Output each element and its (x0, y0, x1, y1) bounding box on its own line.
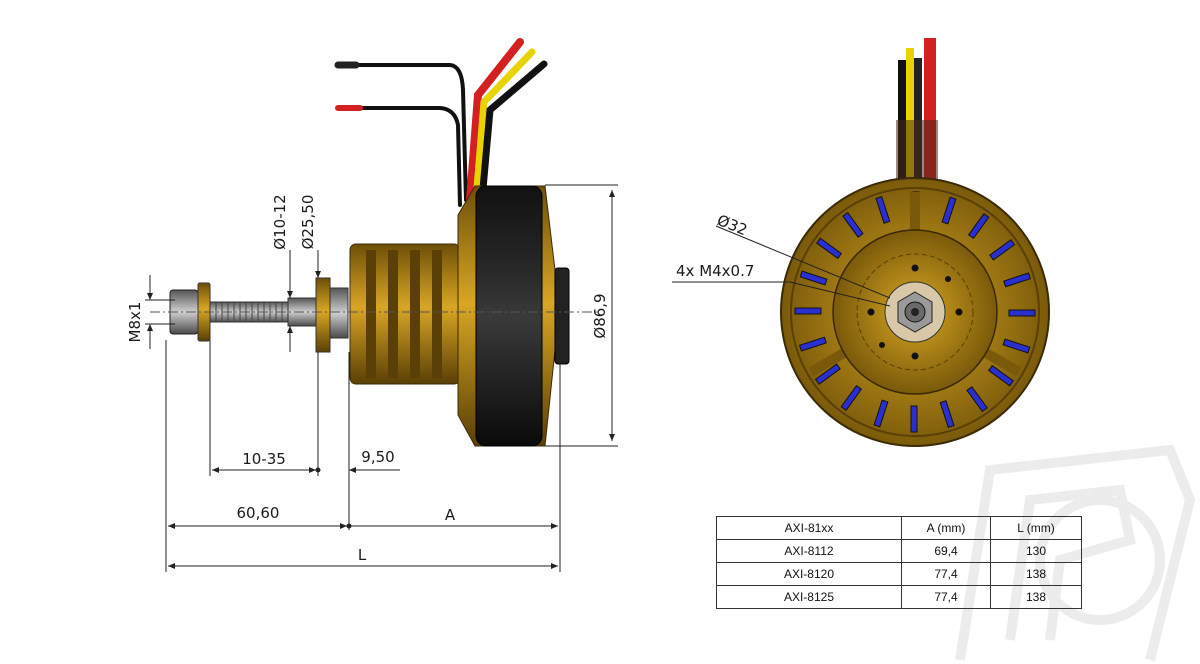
dim-collar-dia: Ø25,50 (299, 195, 317, 250)
dim-l-label: L (358, 546, 367, 564)
dim-mount-holes: 4x M4x0.7 (676, 262, 754, 280)
dim-mount-length: 60,60 (237, 504, 280, 522)
table-header-l: L (mm) (990, 516, 1082, 540)
table-row: AXI-8125 77,4 138 (716, 585, 1082, 609)
dim-bolt-circle: Ø32 (715, 211, 750, 239)
dim-flange-offset: 9,50 (361, 448, 394, 466)
table-cell-model: AXI-8112 (716, 539, 902, 563)
table-cell-model: AXI-8120 (716, 562, 902, 586)
motor-front-view (780, 38, 1050, 447)
dim-shaft-dia: Ø10-12 (271, 194, 289, 249)
front-leaders (672, 225, 891, 307)
table-cell-a: 77,4 (901, 585, 991, 609)
spec-table: AXI-81xx A (mm) L (mm) AXI-8112 69,4 130… (716, 516, 1082, 609)
motor-side-view (169, 38, 570, 447)
wire-bundle (334, 38, 548, 207)
front-housing (349, 243, 461, 385)
side-dimensions (145, 184, 618, 572)
motor-bell (457, 185, 570, 447)
table-header-a: A (mm) (901, 516, 991, 540)
dim-shaft-thread: M8x1 (126, 302, 144, 343)
table-cell-model: AXI-8125 (716, 585, 902, 609)
table-header-model: AXI-81xx (716, 516, 902, 540)
table-cell-l: 138 (990, 585, 1082, 609)
table-row: AXI-8112 69,4 130 (716, 539, 1082, 563)
prop-collar (315, 277, 331, 353)
table-header-row: AXI-81xx A (mm) L (mm) (716, 516, 1082, 540)
stator-slots (794, 191, 1036, 433)
dim-adjust-range: 10-35 (242, 450, 286, 468)
table-row: AXI-8120 77,4 138 (716, 562, 1082, 586)
table-cell-a: 77,4 (901, 562, 991, 586)
dim-a-label: A (445, 506, 456, 524)
table-cell-l: 130 (990, 539, 1082, 563)
dim-motor-dia: Ø86,9 (591, 293, 609, 338)
table-cell-l: 138 (990, 562, 1082, 586)
table-cell-a: 69,4 (901, 539, 991, 563)
mount-holes (867, 264, 963, 360)
